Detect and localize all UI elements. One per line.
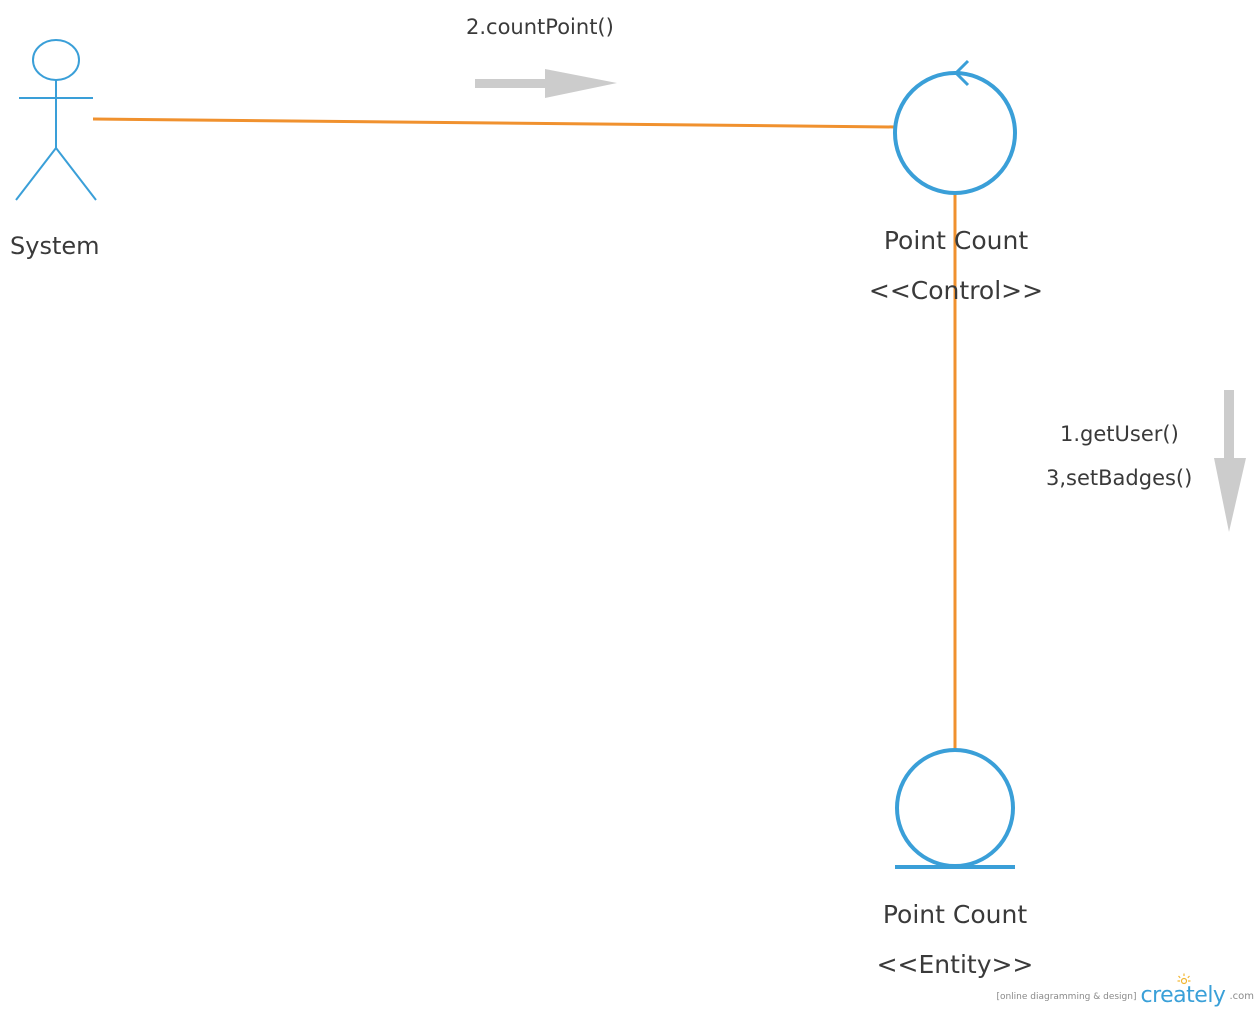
arrow-down-icon: [1214, 390, 1246, 532]
creately-watermark: [online diagramming & design] creately .…: [996, 973, 1254, 1008]
watermark-tagline: [online diagramming & design]: [996, 992, 1137, 1002]
message-label-countpoint: 2.countPoint(): [466, 15, 614, 39]
link-system-control[interactable]: [92, 117, 897, 129]
sun-icon: [1177, 973, 1191, 985]
watermark-domain: .com: [1229, 991, 1254, 1002]
control-stereotype-label: <<Control>>: [868, 276, 1044, 305]
entity-name-label: Point Count: [882, 900, 1028, 929]
actor-label: System: [10, 232, 100, 260]
watermark-brand-text: creately: [1140, 983, 1226, 1008]
watermark-brand: creately: [1140, 973, 1226, 1008]
actor-figure-icon[interactable]: [15, 39, 97, 201]
message-label-getuser: 1.getUser(): [1060, 422, 1179, 446]
entity-stereotype-label: <<Entity>>: [876, 950, 1034, 979]
control-object-icon[interactable]: [893, 59, 1017, 195]
control-name-label: Point Count: [883, 226, 1029, 255]
arrow-right-icon: [475, 69, 617, 98]
entity-object-icon[interactable]: [895, 748, 1015, 869]
message-label-setbadges: 3,setBadges(): [1046, 466, 1193, 490]
